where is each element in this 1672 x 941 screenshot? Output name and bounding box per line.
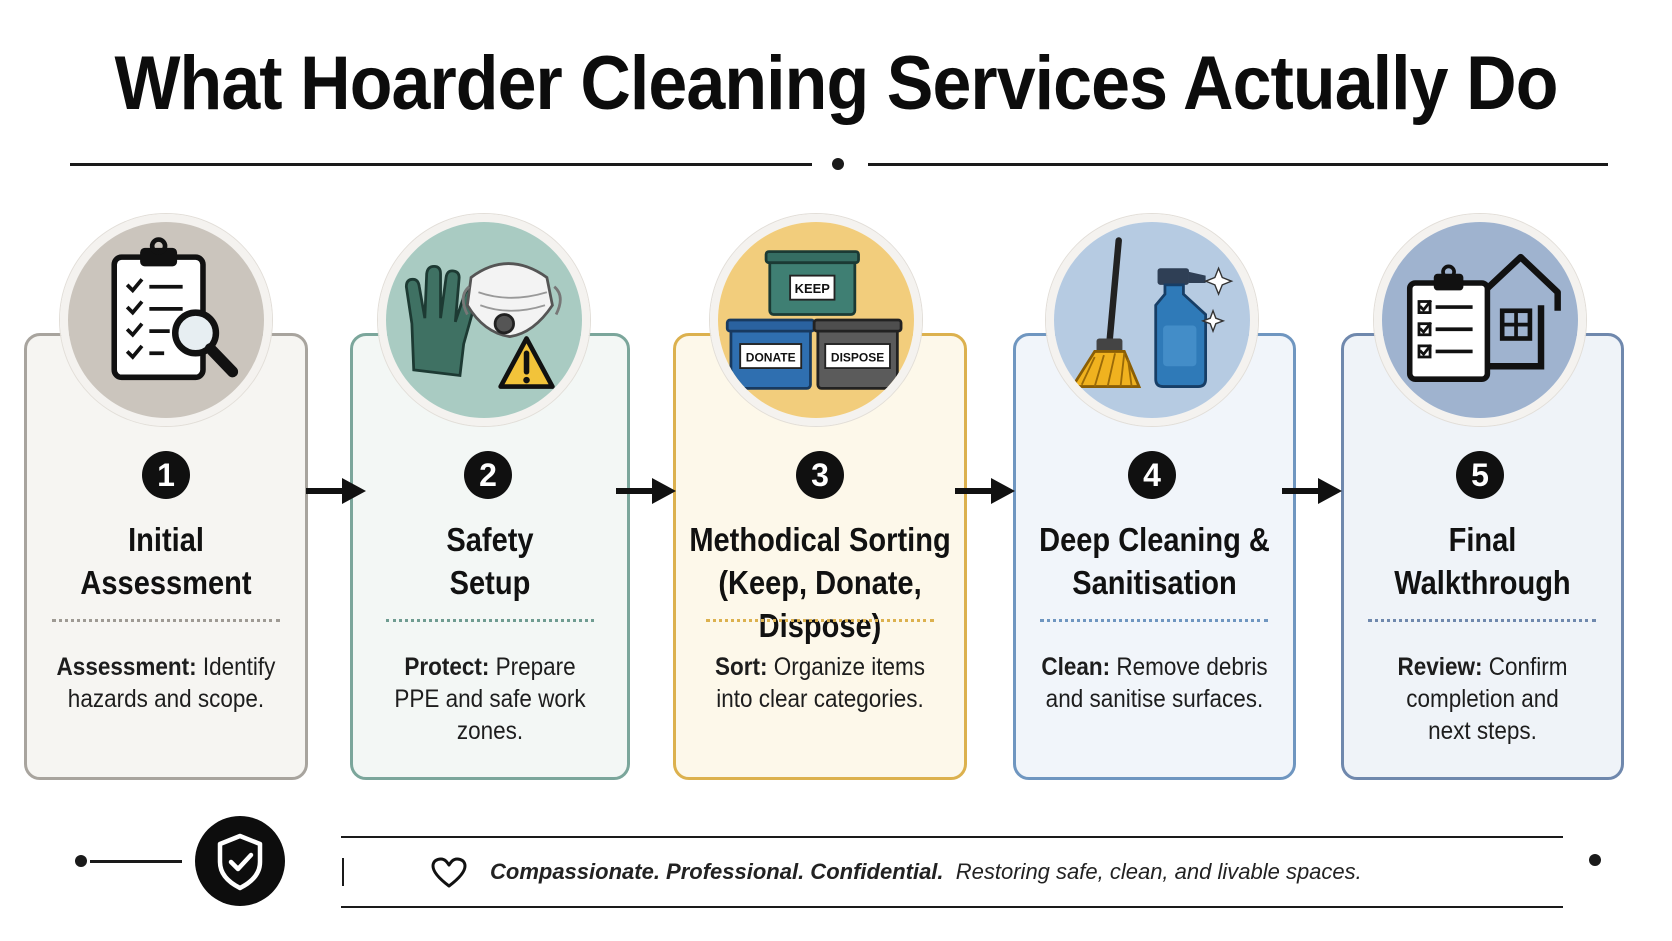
step5-description: Review: Confirm completion and next step… [1355, 651, 1610, 747]
arrow-4-to-5 [1282, 478, 1342, 504]
step3-label: Sort: [714, 653, 768, 681]
step5-desc-line3: next steps. [1428, 717, 1537, 745]
step5-title: Final Walkthrough [1358, 518, 1607, 604]
step5-desc-line1: Confirm [1482, 653, 1568, 681]
step1-divider [52, 619, 280, 622]
page-title: What Hoarder Cleaning Services Actually … [114, 41, 1558, 126]
step2-title: Safety Setup [367, 518, 613, 604]
step2-icon-circle [378, 214, 590, 426]
step5-number: 5 [1456, 451, 1504, 499]
footer-tagline-bold: Compassionate. Professional. Confidentia… [490, 859, 944, 884]
step2-title-line2: Setup [449, 564, 531, 601]
step4-desc-line2: and sanitise surfaces. [1045, 685, 1264, 713]
title-divider-dot [832, 158, 844, 170]
shield-check-icon [217, 833, 263, 891]
footer-line-left [90, 860, 182, 863]
step3-icon-circle: KEEP DONATE DISPOSE [710, 214, 922, 426]
step3-number: 3 [796, 451, 844, 499]
step3-title-line2: (Keep, Donate, Dispose) [718, 564, 922, 644]
step3-description: Sort: Organize items into clear categori… [688, 651, 953, 715]
step1-description: Assessment: Identify hazards and scope. [38, 651, 294, 715]
step4-number: 4 [1128, 451, 1176, 499]
step1-icon-circle [60, 214, 272, 426]
step3-desc-line1: Organize items [767, 653, 926, 681]
step2-title-line1: Safety [446, 521, 534, 558]
bin-donate-label: DONATE [746, 351, 796, 365]
step4-desc-line1: Remove debris [1110, 653, 1268, 681]
step5-desc-line2: completion and [1406, 685, 1559, 713]
step4-title-line1: Deep Cleaning & [1039, 521, 1270, 558]
arrow-2-to-3 [616, 478, 676, 504]
step5-icon-circle [1374, 214, 1586, 426]
broom-spray-icon [1054, 222, 1250, 418]
gloves-mask-warning-icon [386, 222, 582, 418]
sorting-bins-icon: KEEP DONATE DISPOSE [718, 222, 914, 418]
footer-tick [342, 858, 344, 886]
footer-dot-right [1589, 854, 1601, 866]
clipboard-magnifier-icon [68, 222, 264, 418]
step2-description: Protect: Prepare PPE and safe work zones… [364, 651, 616, 747]
step3-desc-line2: into clear categories. [716, 685, 924, 713]
title-divider-right [868, 163, 1608, 166]
footer-tagline: Compassionate. Professional. Confidentia… [490, 859, 1362, 885]
heart-icon [431, 857, 467, 888]
bin-keep-label: KEEP [795, 281, 831, 296]
step5-label: Review: [1397, 653, 1483, 681]
step2-number: 2 [464, 451, 512, 499]
step2-desc-line2: PPE and safe work [394, 685, 586, 713]
step-card-4 [1013, 333, 1296, 780]
footer-line-top [341, 836, 1563, 838]
arrow-1-to-2 [306, 478, 366, 504]
step1-number: 1 [142, 451, 190, 499]
step2-divider [386, 619, 594, 622]
step1-title-line2: Assessment [80, 564, 252, 601]
footer-dot-left [75, 855, 87, 867]
step1-title: Initial Assessment [41, 518, 291, 604]
step-card-5 [1341, 333, 1624, 780]
step1-label: Assessment: [56, 653, 197, 681]
shield-badge [195, 816, 285, 906]
step3-title: Methodical Sorting (Keep, Donate, Dispos… [679, 518, 961, 647]
step5-divider [1368, 619, 1596, 622]
step4-divider [1040, 619, 1268, 622]
step4-icon-circle [1046, 214, 1258, 426]
step5-title-line2: Walkthrough [1394, 564, 1571, 601]
step4-description: Clean: Remove debris and sanitise surfac… [1018, 651, 1291, 715]
step3-title-line1: Methodical Sorting [689, 521, 951, 558]
step3-divider [706, 619, 934, 622]
step1-desc-line1: Identify [196, 653, 276, 681]
step2-desc-line1: Prepare [489, 653, 576, 681]
footer-tagline-text: Restoring safe, clean, and livable space… [943, 859, 1362, 884]
step4-title: Deep Cleaning & Sanitisation [1021, 518, 1288, 604]
step4-title-line2: Sanitisation [1072, 564, 1237, 601]
title-divider-left [70, 163, 812, 166]
step4-label: Clean: [1041, 653, 1111, 681]
checklist-house-icon [1382, 222, 1578, 418]
footer-line-bottom [341, 906, 1563, 908]
arrow-3-to-4 [955, 478, 1015, 504]
step1-title-line1: Initial [128, 521, 204, 558]
step5-title-line1: Final [1448, 521, 1517, 558]
bin-dispose-label: DISPOSE [831, 351, 884, 365]
step1-desc-line2: hazards and scope. [67, 685, 265, 713]
step2-label: Protect: [404, 653, 490, 681]
step2-desc-line3: zones. [456, 717, 524, 745]
